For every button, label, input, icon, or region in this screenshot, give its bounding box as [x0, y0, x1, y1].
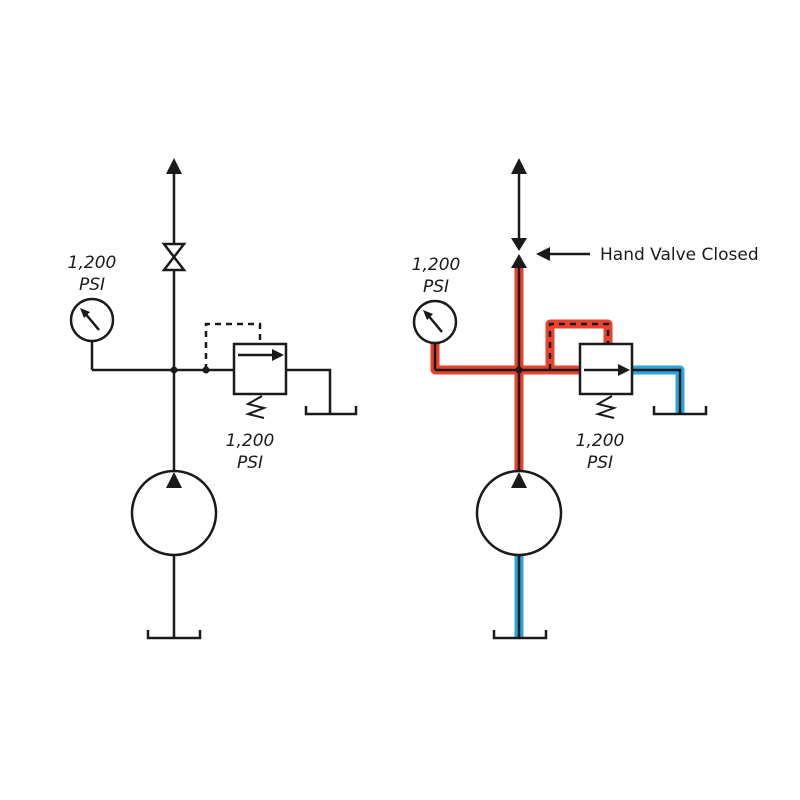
- tank-return-line: [286, 368, 332, 414]
- left-circuit: [69, 158, 358, 640]
- right-relief-setting: 1,200: [576, 431, 625, 451]
- right-relief-unit: PSI: [587, 453, 613, 473]
- pump-arrow: [166, 472, 182, 488]
- pressure-gauge: [69, 297, 115, 343]
- pressurized-horizontal: [430, 342, 580, 375]
- relief-valve: [232, 342, 288, 396]
- left-relief-unit: PSI: [237, 453, 263, 473]
- top-arrow: [166, 158, 182, 174]
- right-circuit: [412, 158, 708, 640]
- left-gauge-unit: PSI: [79, 275, 105, 295]
- right-gauge-reading: 1,200: [412, 255, 461, 275]
- right-gauge-unit: PSI: [423, 277, 449, 297]
- tank-symbol: [304, 406, 358, 416]
- left-gauge-reading: 1,200: [68, 253, 117, 273]
- junction-dot: [170, 366, 178, 374]
- pump-tank-symbol: [146, 630, 202, 640]
- top-arrow-right: [511, 158, 527, 174]
- hand-valve-closed-symbol: [511, 238, 527, 251]
- hand-valve-open: [161, 242, 187, 272]
- hand-valve-closed-label: Hand Valve Closed: [600, 245, 759, 265]
- relief-spring: [244, 395, 268, 419]
- pilot-line: [204, 322, 262, 370]
- left-relief-setting: 1,200: [226, 431, 275, 451]
- return-line-blue: [632, 365, 685, 414]
